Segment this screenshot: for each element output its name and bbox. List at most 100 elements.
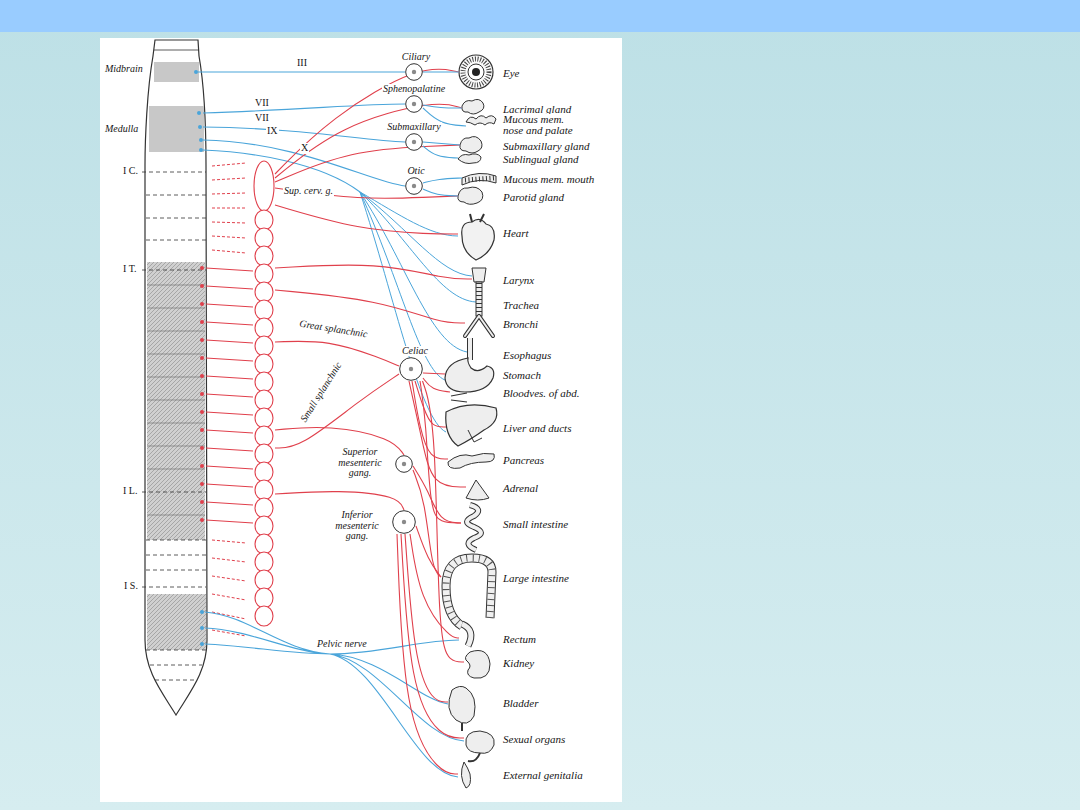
organ-label: Eye — [502, 68, 520, 80]
bronchi-illustration — [465, 316, 493, 336]
midbrain-region — [154, 62, 199, 82]
trachea-rings — [476, 283, 482, 315]
trunk-ganglion — [255, 282, 273, 302]
nerve-connector — [405, 534, 448, 702]
ganglion-node: Celiac — [399, 357, 423, 381]
trunk-ganglion — [255, 498, 273, 518]
part-label: I L. — [122, 486, 138, 497]
ganglion-label: Submaxillary — [386, 122, 441, 133]
ganglion-label: Otic — [406, 166, 425, 177]
ganglion-circle — [400, 358, 423, 381]
ganglion-circle — [396, 456, 413, 473]
organ-label: Kidney — [502, 658, 535, 670]
organ-node: Liver and ducts — [446, 418, 572, 436]
organ-label: Submaxillary gland — [502, 141, 590, 153]
ganglion-label: Sphenopalatine — [382, 84, 446, 95]
nerve-connector — [423, 71, 459, 72]
organ-label: Heart — [502, 228, 530, 240]
part-label: VII — [254, 113, 270, 124]
sympathetic-trunk: Sup. cerv. g. — [253, 160, 275, 636]
nerve-connector — [275, 104, 462, 178]
larynx-illustration — [472, 268, 486, 282]
organ-node: Esophagus — [467, 345, 552, 363]
nerve-connector — [420, 381, 461, 523]
organ-label: Mucous mem. nose and palate — [502, 114, 578, 137]
nerve-connector — [423, 373, 445, 374]
organ-label: External genitalia — [502, 770, 584, 782]
ganglion-circle — [406, 96, 423, 113]
bile-ducts — [468, 430, 482, 442]
nerve-connector — [275, 290, 465, 323]
vagus-nerve — [203, 150, 360, 192]
ganglion-cell — [412, 140, 416, 144]
nerve-label: Great splanchnic — [297, 318, 369, 339]
ganglion-node: Inferior mesenteric gang. — [392, 510, 416, 534]
glossopharyngeal-nerve — [203, 140, 405, 186]
ganglion-circle — [406, 64, 423, 81]
organ-label: Sexual organs — [502, 734, 566, 746]
nasal-mucosa-illustration — [466, 116, 496, 125]
liver-illustration — [446, 405, 497, 446]
bloodvessel-illustration — [451, 393, 467, 402]
ganglion-cell — [412, 70, 416, 74]
part-label: I S. — [123, 581, 139, 592]
organ-label: Trachea — [502, 300, 540, 312]
ganglion-outline — [395, 455, 413, 473]
nucleus-dots — [196, 72, 201, 150]
organ-label: Mucous mem. mouth — [502, 174, 595, 186]
white-rami — [206, 268, 253, 523]
trunk-ganglion — [255, 426, 273, 446]
nerve-connector — [423, 178, 462, 183]
nerve-connector — [423, 142, 460, 145]
nerve-connector — [275, 205, 458, 234]
part-label: IX — [266, 126, 279, 137]
ganglion-node: Submaxillary — [405, 133, 423, 151]
nerve-connector — [423, 146, 458, 158]
ganglion-cell — [409, 367, 413, 371]
trunk-ganglion — [255, 354, 273, 374]
segment-dashes — [142, 172, 206, 680]
sexual-organs-illustration — [466, 731, 494, 753]
part-label: Pelvic nerve — [316, 639, 368, 650]
organ-label: Sublingual gland — [502, 154, 579, 166]
nerve-connector — [413, 470, 441, 577]
organ-node: Eye — [459, 63, 520, 81]
facial-nerve — [203, 104, 405, 113]
nerve-connector — [423, 189, 458, 196]
organ-label: Rectum — [502, 634, 537, 646]
organ-node: Bladder — [448, 693, 539, 711]
organ-node: Bloodves. of abd. — [450, 383, 580, 401]
pancreas-illustration — [448, 453, 494, 468]
trunk-ganglion — [255, 588, 273, 608]
submaxillary-gland-illustration — [460, 137, 482, 153]
nerve-connector — [410, 534, 459, 638]
ganglion-label: Superior mesenteric gang. — [330, 447, 390, 479]
organ-node: Parotid gland — [458, 187, 565, 205]
part-label: I T. — [122, 264, 138, 275]
organ-node: Bronchi — [465, 314, 539, 332]
ganglion-node: Sphenopalatine — [405, 95, 423, 113]
top-bar — [0, 0, 1080, 32]
urethra — [461, 723, 463, 731]
lacrimal-gland-illustration — [462, 99, 484, 114]
organ-label: Bladder — [502, 698, 539, 710]
trunk-ganglion — [255, 210, 273, 230]
nerve-label: Small splanchnic — [298, 359, 344, 424]
nucleus-dots — [200, 612, 204, 644]
nerve-connector — [423, 105, 462, 108]
nerve-connector — [409, 381, 466, 487]
nerve-connector — [397, 534, 458, 774]
ganglion-node: Ciliary — [405, 63, 423, 81]
ganglion-circle — [393, 511, 416, 534]
trunk-ganglion — [255, 606, 273, 626]
nerve-connector — [275, 492, 404, 510]
organ-node: Adrenal — [466, 478, 539, 496]
organ-node: Kidney — [464, 653, 535, 671]
ganglion-cell — [412, 184, 416, 188]
ganglion-cell — [402, 520, 406, 524]
nerve-connector — [275, 69, 459, 174]
organ-label: Larynx — [502, 275, 535, 287]
sublingual-gland-illustration — [458, 154, 481, 164]
nerve-connector — [416, 526, 441, 577]
